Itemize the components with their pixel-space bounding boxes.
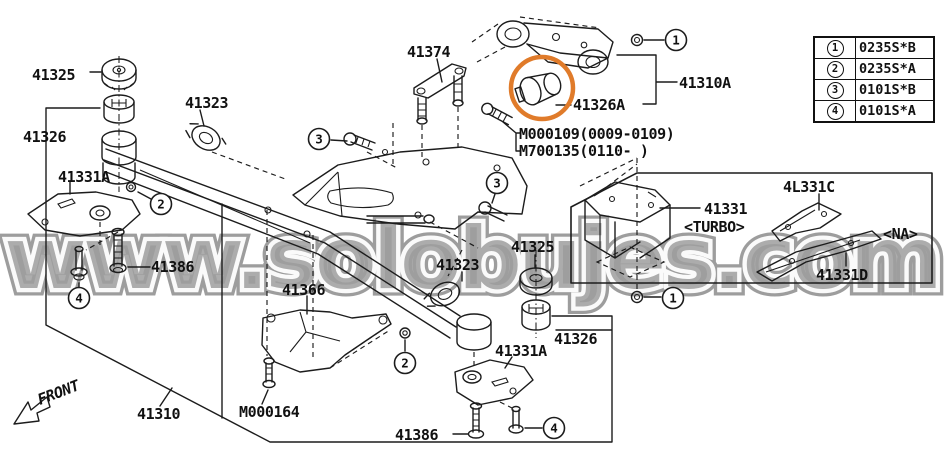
svg-text:4: 4 xyxy=(550,421,558,436)
svg-text:www.solobujes.com: www.solobujes.com xyxy=(5,209,940,309)
left-mount-stack-drawing xyxy=(89,56,137,192)
callout-markers: 1 2 3 3 2 4 4 1 xyxy=(67,28,688,440)
callout-1: 1 xyxy=(664,28,688,52)
svg-text:2: 2 xyxy=(401,356,409,371)
svg-text:1: 1 xyxy=(669,291,677,306)
outline-box xyxy=(45,107,613,443)
crossmember-beam-drawing xyxy=(103,146,528,351)
svg-text:1: 1 xyxy=(672,33,680,48)
label-code-M700135: M700135(0110- ) xyxy=(519,142,648,160)
legend-callout-number: 3 xyxy=(813,79,856,101)
label-part-41331D: 41331D xyxy=(816,266,868,284)
label-part-41310A: 41310A xyxy=(679,74,731,92)
callout-4: 4 xyxy=(542,416,566,440)
callout-2: 2 xyxy=(393,351,417,375)
legend-part-code: 0235S*A xyxy=(855,58,935,80)
label-part-41386-left: 41386 xyxy=(151,258,195,276)
label-part-41331: 41331 xyxy=(704,200,748,218)
label-front-label: FRONT xyxy=(35,376,83,409)
bolt-callout3-left-drawing xyxy=(211,132,398,181)
part-labels: 41325413234132641331A4137441310A41326AM0… xyxy=(23,43,918,444)
label-part-41374: 41374 xyxy=(407,43,451,61)
highlight-circle-41326A xyxy=(508,54,576,122)
legend-part-code: 0101S*B xyxy=(855,79,935,101)
legend-callout-number: 1 xyxy=(813,36,856,59)
diff-mount-41310A-drawing xyxy=(471,16,678,152)
bracket-41331A-left-drawing xyxy=(27,181,152,289)
label-part-41366: 41366 xyxy=(282,281,326,299)
label-variant-turbo: <TURBO> xyxy=(684,218,745,236)
label-part-41323-left: 41323 xyxy=(185,94,229,112)
legend-callout-number: 4 xyxy=(813,100,856,123)
right-mount-stack-drawing xyxy=(399,250,553,352)
callout-3: 3 xyxy=(485,171,509,195)
bracket-41366-drawing xyxy=(261,210,392,405)
label-part-41310: 41310 xyxy=(137,405,181,423)
front-arrow xyxy=(13,396,51,425)
variant-box-drawing xyxy=(570,157,933,304)
callout-1: 1 xyxy=(661,286,685,310)
stiffener-41374-drawing xyxy=(392,58,467,168)
bracket-41331A-right-drawing xyxy=(452,352,543,439)
callout-3: 3 xyxy=(307,127,331,151)
label-part-41325-left: 41325 xyxy=(32,66,76,84)
label-part-41386-bottom: 41386 xyxy=(395,426,439,444)
label-variant-na: <NA> xyxy=(883,225,918,243)
label-code-M000109: M000109(0009-0109) xyxy=(519,125,674,143)
callout-4: 4 xyxy=(67,286,91,310)
label-part-41325-mid: 41325 xyxy=(511,238,555,256)
legend-part-code: 0101S*A xyxy=(855,100,935,123)
label-part-41331A-left: 41331A xyxy=(58,168,110,186)
legend-callout-number: 2 xyxy=(813,58,856,80)
label-part-41323-mid: 41323 xyxy=(436,256,480,274)
label-part-41326-left: 41326 xyxy=(23,128,67,146)
bushing-41323-left-drawing xyxy=(185,123,227,151)
label-code-M000164: M000164 xyxy=(239,403,300,421)
legend-part-code: 0235S*B xyxy=(855,36,935,59)
label-part-41326-mid: 41326 xyxy=(554,330,598,348)
label-part-41331A-mid: 41331A xyxy=(495,342,547,360)
label-part-4L331C: 4L331C xyxy=(783,178,835,196)
svg-text:3: 3 xyxy=(493,176,501,191)
bolt-callout3-right-drawing xyxy=(429,193,508,277)
callout-2: 2 xyxy=(149,192,173,216)
svg-text:4: 4 xyxy=(75,291,83,306)
svg-text:2: 2 xyxy=(157,197,165,212)
label-part-41326A: 41326A xyxy=(573,96,625,114)
svg-text:3: 3 xyxy=(315,132,323,147)
